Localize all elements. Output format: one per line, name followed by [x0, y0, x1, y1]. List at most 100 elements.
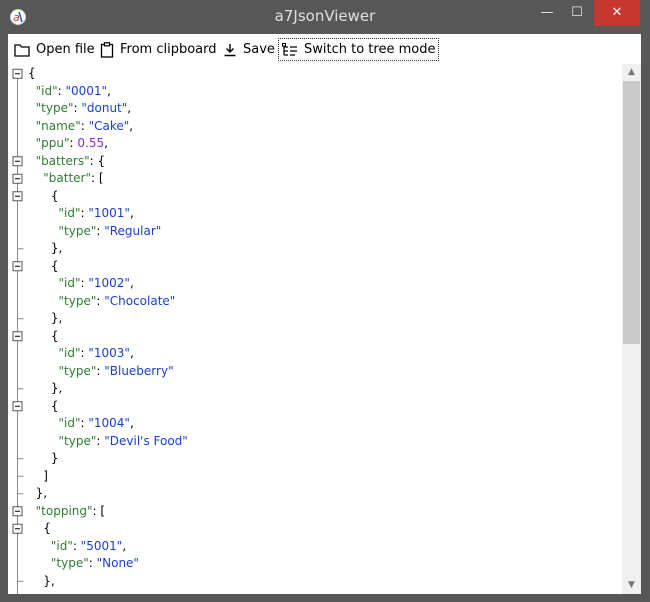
- json-punct: },: [28, 241, 63, 255]
- collapse-icon[interactable]: [12, 156, 23, 167]
- json-line: "type": "None": [28, 555, 139, 573]
- json-punct: :: [80, 416, 89, 430]
- vertical-scrollbar[interactable]: ▲ ▼: [622, 64, 641, 594]
- json-punct: [28, 136, 36, 150]
- json-punct: :: [96, 223, 105, 238]
- window-title: a7JsonViewer: [274, 7, 376, 25]
- collapse-icon[interactable]: [12, 506, 23, 517]
- json-line: "topping": [: [28, 503, 105, 521]
- json-line: {: [28, 188, 59, 206]
- close-button[interactable]: ✕: [594, 0, 640, 26]
- download-icon: [224, 43, 236, 56]
- json-punct: ,: [129, 416, 134, 430]
- json-punct: ,: [127, 101, 132, 115]
- json-punct: [28, 346, 59, 360]
- json-string: "Cake": [88, 118, 130, 133]
- app-logo-icon: a: [10, 9, 26, 25]
- scrollbar-thumb[interactable]: [623, 81, 640, 344]
- json-punct: [28, 416, 59, 430]
- save-button[interactable]: Save: [223, 39, 275, 60]
- json-text-editor[interactable]: { "id": "0001", "type": "donut", "name":…: [8, 64, 622, 594]
- json-punct: [28, 84, 36, 98]
- json-punct: :: [80, 206, 89, 220]
- json-punct: :: [80, 118, 89, 133]
- json-punct: [28, 364, 59, 378]
- json-punct: :: [88, 556, 97, 570]
- json-punct: {: [28, 328, 59, 343]
- json-line: "type": "Blueberry": [28, 363, 174, 381]
- json-string: "0001": [65, 83, 108, 98]
- json-line: {: [28, 398, 59, 416]
- json-line: "id": "1002",: [28, 275, 134, 293]
- json-punct: {: [28, 398, 59, 413]
- switch-tree-mode-button[interactable]: Switch to tree mode: [278, 38, 440, 61]
- clipboard-icon: [100, 41, 114, 58]
- json-string: "1002": [88, 276, 130, 290]
- title-bar[interactable]: a a7JsonViewer — ☐ ✕: [0, 0, 650, 34]
- from-clipboard-button[interactable]: From clipboard: [100, 39, 217, 60]
- json-key: "type": [58, 433, 97, 448]
- json-line: "id": "1001",: [28, 205, 134, 223]
- json-punct: ,: [104, 136, 108, 150]
- json-punct: ,: [129, 276, 134, 290]
- json-punct: },: [28, 486, 48, 500]
- json-punct: {: [28, 188, 59, 203]
- json-punct: {: [28, 66, 36, 80]
- folder-icon: [14, 43, 30, 57]
- json-key: "id": [58, 206, 81, 220]
- scroll-down-arrow-icon[interactable]: ▼: [628, 580, 635, 590]
- open-file-label: Open file: [36, 42, 95, 57]
- json-line: },: [28, 240, 62, 258]
- json-string: "Chocolate": [104, 293, 176, 308]
- json-line: },: [28, 310, 62, 328]
- json-punct: :: [80, 276, 89, 290]
- json-line: "ppu": 0.55,: [28, 135, 108, 153]
- json-line: {: [28, 520, 51, 538]
- json-punct: :: [57, 83, 66, 98]
- json-key: "ppu": [35, 136, 70, 150]
- svg-text:a: a: [13, 11, 20, 24]
- json-line: "batters": {: [28, 153, 106, 171]
- json-punct: : {: [89, 153, 106, 168]
- json-line: "id": "1003",: [28, 345, 134, 363]
- json-key: "type": [50, 556, 89, 570]
- json-string: "Regular": [104, 223, 162, 238]
- json-punct: : [: [91, 171, 104, 185]
- json-punct: : [: [92, 503, 106, 518]
- collapse-icon[interactable]: [12, 68, 23, 79]
- collapse-icon[interactable]: [12, 261, 23, 272]
- save-label: Save: [243, 42, 275, 57]
- json-string: "donut": [81, 101, 128, 115]
- json-line: "type": "Devil's Food": [28, 433, 188, 451]
- json-punct: :: [96, 293, 105, 308]
- json-line: "type": "donut",: [28, 100, 131, 118]
- json-punct: [28, 171, 43, 185]
- json-punct: :: [69, 136, 78, 150]
- scroll-up-arrow-icon[interactable]: ▲: [628, 67, 635, 77]
- json-key: "type": [58, 363, 97, 378]
- minimize-button[interactable]: —: [540, 5, 554, 20]
- json-punct: :: [96, 433, 105, 448]
- json-key: "type": [35, 101, 74, 115]
- json-punct: },: [28, 311, 63, 325]
- switch-tree-mode-label: Switch to tree mode: [304, 42, 436, 57]
- collapse-icon[interactable]: [12, 331, 23, 342]
- json-line: "batter": [: [28, 170, 104, 188]
- open-file-button[interactable]: Open file: [14, 39, 95, 60]
- json-key: "name": [35, 118, 81, 133]
- json-punct: [28, 206, 59, 220]
- collapse-icon[interactable]: [12, 401, 23, 412]
- toolbar: Open file From clipboard Save: [8, 34, 641, 64]
- json-punct: :: [80, 346, 89, 360]
- json-line: {: [28, 258, 59, 276]
- collapse-icon[interactable]: [12, 523, 23, 534]
- json-key: "id": [58, 346, 81, 360]
- json-line: "name": "Cake",: [28, 118, 133, 136]
- collapse-icon[interactable]: [12, 191, 23, 202]
- collapse-icon[interactable]: [12, 173, 23, 184]
- maximize-button[interactable]: ☐: [571, 5, 583, 20]
- json-punct: [28, 504, 36, 518]
- json-punct: [28, 556, 51, 570]
- json-key: "type": [58, 223, 97, 238]
